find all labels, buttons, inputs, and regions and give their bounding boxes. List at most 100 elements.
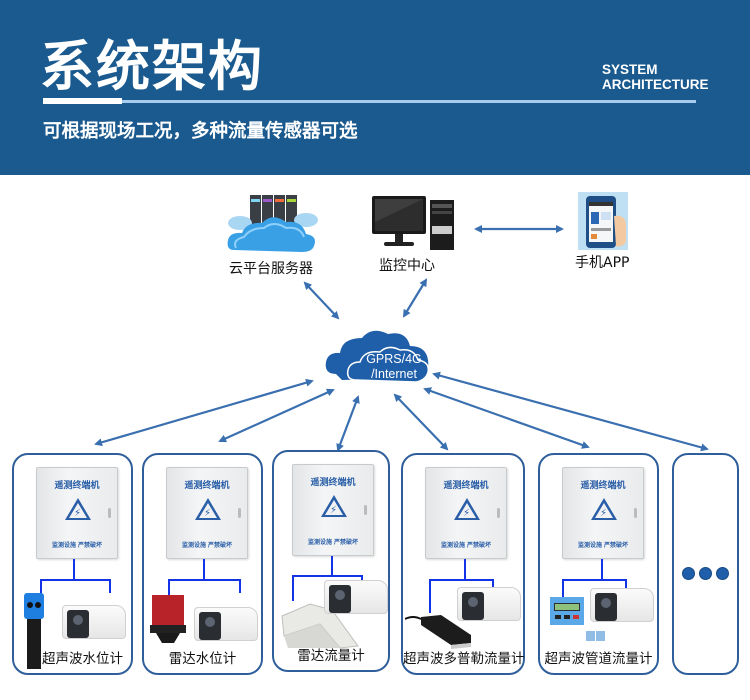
telemetry-terminal-cabinet: 遥测终端机 ⚡ 监测设施 严禁破坏 (425, 467, 507, 559)
header-banner: 系统架构 SYSTEM ARCHITECTURE 可根据现场工况，多种流量传感器… (0, 0, 750, 175)
station-radar-flow: 遥测终端机 ⚡ 监测设施 严禁破坏 雷达流量计 (272, 450, 390, 672)
mobile-app-node (578, 192, 628, 250)
cabinet-footer: 监测设施 严禁破坏 (51, 542, 103, 549)
warning-triangle-icon (65, 498, 91, 520)
ellipsis-dots-icon (674, 565, 737, 584)
wire (239, 579, 241, 593)
station-pipe-flow: 遥测终端机 ⚡ 监测设施 严禁破坏 超声波管道流量计 (538, 453, 659, 675)
wire (361, 575, 363, 583)
warning-triangle-icon (321, 495, 347, 517)
wire (429, 579, 493, 581)
desktop-computer-icon (372, 196, 454, 250)
camera-icon (457, 587, 521, 621)
warning-triangle-icon (195, 498, 221, 520)
cabinet-footer: 监测设施 严禁破坏 (307, 539, 359, 546)
warning-triangle-icon (591, 498, 617, 520)
network-hub: GPRS/4G /Internet (322, 322, 434, 386)
mobile-app-label: 手机APP (575, 255, 630, 271)
arrow-hub-station1 (94, 378, 314, 447)
arrow-hub-station4 (393, 393, 449, 451)
camera-icon (194, 607, 258, 641)
cloud-server-label: 云平台服务器 (229, 261, 313, 277)
divider-accent (43, 98, 122, 104)
arrow-monitor-hub (402, 278, 428, 318)
wire (168, 579, 170, 595)
arrow-hub-station3 (336, 395, 360, 452)
network-hub-label: GPRS/4G /Internet (360, 352, 428, 382)
dot (716, 567, 729, 580)
cabinet-handle (497, 508, 500, 518)
wire (73, 559, 75, 579)
doppler-flow-sensor-icon (405, 615, 471, 649)
monitor-center-node (370, 192, 458, 254)
wire (109, 579, 111, 593)
station-radar-level: 遥测终端机 ⚡ 监测设施 严禁破坏 雷达水位计 (142, 453, 263, 675)
english-subtitle-line2: ARCHITECTURE (602, 77, 709, 92)
lightning-bolt-icon: ⚡ (204, 508, 212, 519)
more-stations-placeholder (672, 453, 739, 675)
wire (601, 559, 603, 579)
arrow-hub-station2 (218, 388, 335, 443)
dot (699, 567, 712, 580)
wire (40, 579, 42, 595)
lightning-bolt-icon: ⚡ (74, 508, 82, 519)
radar-flow-sensor-icon (281, 603, 359, 649)
cabinet-handle (108, 508, 111, 518)
cabinet-title: 遥测终端机 (184, 481, 230, 491)
telemetry-terminal-cabinet: 遥测终端机 ⚡ 监测设施 严禁破坏 (36, 467, 118, 559)
english-subtitle-line1: SYSTEM (602, 62, 658, 77)
telemetry-terminal-cabinet: 遥测终端机 ⚡ 监测设施 严禁破坏 (292, 464, 374, 556)
ultrasonic-level-sensor-icon (24, 593, 44, 669)
cabinet-footer: 监测设施 严禁破坏 (440, 542, 492, 549)
arrow-server-hub (303, 281, 340, 320)
cabinet-handle (364, 505, 367, 515)
wire (464, 559, 466, 579)
arrow-hub-station5 (423, 387, 590, 449)
network-hub-line1: GPRS/4G (366, 352, 422, 366)
radar-level-sensor-icon (150, 595, 186, 643)
cloud-server-icon (227, 195, 318, 252)
network-cloud-icon (325, 330, 430, 383)
warning-triangle-icon (454, 498, 480, 520)
wire (292, 575, 362, 577)
network-hub-line2: /Internet (371, 367, 417, 381)
telemetry-terminal-cabinet: 遥测终端机 ⚡ 监测设施 严禁破坏 (166, 467, 248, 559)
wire (429, 579, 431, 613)
cabinet-footer: 监测设施 严禁破坏 (577, 542, 629, 549)
lightning-bolt-icon: ⚡ (600, 508, 608, 519)
lightning-bolt-icon: ⚡ (330, 505, 338, 516)
station-label: 超声波水位计 (42, 651, 123, 667)
monitor-center-label: 监控中心 (379, 258, 435, 274)
cabinet-handle (634, 508, 637, 518)
divider-line (43, 100, 696, 103)
english-subtitle: SYSTEM ARCHITECTURE (602, 62, 709, 92)
wire (562, 579, 626, 581)
wire (492, 579, 494, 589)
cabinet-title: 遥测终端机 (310, 478, 356, 488)
tagline: 可根据现场工况，多种流量传感器可选 (43, 121, 358, 142)
cabinet-title: 遥测终端机 (443, 481, 489, 491)
wire (292, 575, 294, 601)
station-label: 超声波管道流量计 (544, 651, 653, 667)
cloud-server-node (222, 190, 322, 260)
wire (331, 556, 333, 576)
pipe-flow-meter-icon (550, 597, 605, 641)
station-label: 雷达流量计 (297, 648, 365, 664)
cabinet-footer: 监测设施 严禁破坏 (181, 542, 233, 549)
station-label: 超声波多普勒流量计 (403, 651, 525, 667)
station-doppler-flow: 遥测终端机 ⚡ 监测设施 严禁破坏 超声波多普勒流量计 (401, 453, 525, 675)
smartphone-icon (578, 192, 628, 250)
cabinet-handle (238, 508, 241, 518)
page-title: 系统架构 (40, 35, 264, 98)
wire (625, 579, 627, 589)
camera-icon (324, 580, 388, 614)
dot (682, 567, 695, 580)
camera-icon (62, 605, 126, 639)
station-ultrasonic-level: 遥测终端机 ⚡ 监测设施 严禁破坏 超声波水位计 (12, 453, 133, 675)
station-label: 雷达水位计 (168, 651, 237, 667)
wire (40, 579, 110, 581)
cabinet-title: 遥测终端机 (54, 481, 100, 491)
telemetry-terminal-cabinet: 遥测终端机 ⚡ 监测设施 严禁破坏 (562, 467, 644, 559)
camera-icon (590, 588, 654, 622)
cabinet-title: 遥测终端机 (580, 481, 626, 491)
